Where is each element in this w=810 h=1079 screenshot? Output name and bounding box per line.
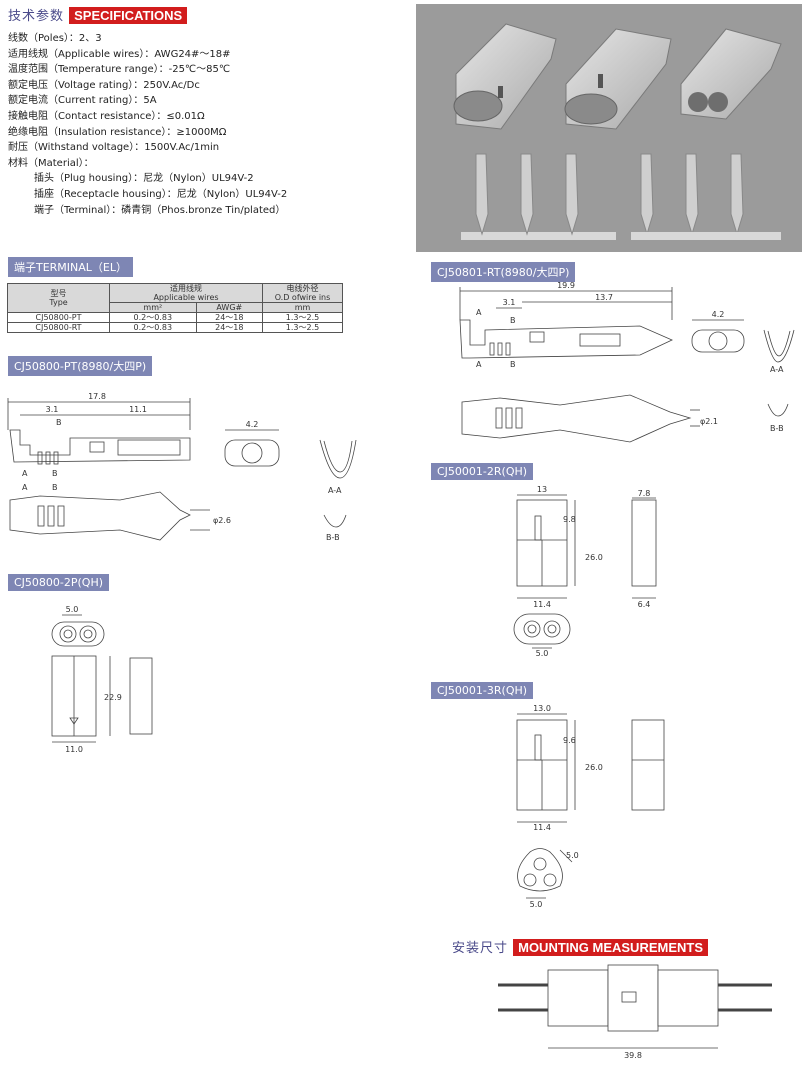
th-type-en: Type: [49, 298, 68, 307]
dim-r3-b: 11.4: [533, 823, 551, 832]
dim-r2-sb: 6.4: [638, 600, 651, 609]
section-rt: CJ50801-RT(8980/大四P): [431, 262, 576, 282]
label-bb-pt: B-B: [326, 533, 340, 542]
section-2p: CJ50800-2P(QH): [8, 574, 110, 591]
dim-rt-total: 19.9: [557, 281, 575, 290]
housing-photo-1: [453, 23, 557, 130]
dim-r2-side: 7.8: [638, 489, 651, 498]
mounting-title-cn: 安装尺寸: [452, 941, 509, 956]
spec-terminal: 端子（Terminal）：磷青铜（Phos.bronze Tin/plated）: [34, 204, 286, 216]
label-b1: B: [52, 469, 58, 478]
mounting-title-en: MOUNTING MEASUREMENTS: [513, 939, 708, 956]
housing-photo-3: [680, 28, 782, 120]
terminal-strip-left: [461, 232, 616, 240]
pt-drawing: [7, 398, 357, 541]
specs-list: 线数（Poles）：2、3 适用线规（Applicable wires）：AWG…: [8, 31, 287, 218]
specs-title-en: SPECIFICATIONS: [69, 7, 188, 24]
dim-pt-b: 11.1: [129, 405, 147, 414]
dim-r2-pitch: 5.0: [536, 649, 549, 658]
cell-awg: 24～18: [195, 322, 264, 333]
dim-rt-w: 4.2: [712, 310, 725, 319]
th-od-en: O.D ofwire ins: [274, 293, 331, 302]
spec-wires: 适用线规（Applicable wires）：AWG24#～18#: [8, 48, 231, 60]
dim-r3-p1: 5.0: [566, 851, 579, 860]
dim-r2-h1: 9.8: [563, 515, 576, 524]
specs-heading: 技术参数 SPECIFICATIONS: [8, 5, 188, 24]
housing-photo-2: [564, 28, 672, 130]
label-a1: A: [22, 469, 28, 478]
table-row: CJ50800-RT 0.2～0.83 24～18 1.3～2.5: [7, 322, 343, 333]
label-a2: A: [22, 483, 28, 492]
dim-r3-w: 13.0: [533, 704, 551, 713]
product-photo-art: [453, 23, 782, 240]
r2-drawing: [513, 494, 657, 649]
spec-insulation: 绝缘电阻（Insulation resistance）：≥1000MΩ: [8, 126, 227, 138]
terminal-header: 端子TERMINAL（EL）: [8, 257, 134, 277]
label-rt-b: B: [510, 316, 516, 325]
spec-current: 额定电流（Current rating）：5A: [8, 95, 157, 107]
dim-r3-h: 26.0: [585, 763, 603, 772]
spec-temp: 温度范围（Temperature range）：-25℃～85℃: [8, 64, 231, 76]
dim-pt-total: 17.8: [88, 392, 106, 401]
section-3r: CJ50001-3R(QH): [431, 682, 534, 699]
dim-rt-a: 3.1: [503, 298, 516, 307]
dim-rt-d: φ2.1: [700, 417, 718, 426]
dim-r2-h: 26.0: [585, 553, 603, 562]
label-aa-pt: A-A: [328, 486, 342, 495]
label-bb-rt: B-B: [770, 424, 784, 433]
th-type-cn: 型号: [50, 289, 67, 298]
spec-material: 材料（Material）：: [8, 157, 94, 169]
cell-type: CJ50800-RT: [7, 322, 110, 333]
dim-pt-d: φ2.6: [213, 516, 231, 525]
dim-r3-p2: 5.0: [530, 900, 543, 909]
spec-plug: 插头（Plug housing）：尼龙（Nylon）UL94V-2: [34, 173, 254, 185]
label-rt-b2: B: [510, 360, 516, 369]
dim-r3-h1: 9.6: [563, 736, 576, 745]
dim-pt-w: 4.2: [246, 420, 259, 429]
dim-p2-pitch: 5.0: [66, 605, 79, 614]
product-photo: [416, 4, 802, 252]
section-2r: CJ50001-2R(QH): [431, 463, 534, 480]
cell-od: 1.3～2.5: [262, 322, 343, 333]
terminal-table: 型号 Type 适用线规 Applicable wires 电线外径 O.D o…: [7, 283, 343, 333]
mounting-drawing: [498, 964, 772, 1049]
dim-p2-h: 22.9: [104, 693, 122, 702]
terminal-strip-right: [631, 232, 781, 240]
dim-r2-w: 13: [537, 485, 547, 494]
r3-drawing: [516, 713, 665, 899]
rt-drawing: [459, 287, 795, 443]
p2-drawing: [51, 614, 153, 743]
label-b2: B: [52, 483, 58, 492]
section-pt: CJ50800-PT(8980/大四P): [8, 356, 153, 376]
spec-receptacle: 插座（Receptacle housing）：尼龙（Nylon）UL94V-2: [34, 188, 288, 200]
mounting-heading: 安装尺寸 MOUNTING MEASUREMENTS: [452, 937, 708, 956]
spec-withstand: 耐压（Withstand voltage）：1500V.Ac/1min: [8, 142, 220, 154]
th-wires-en: Applicable wires: [153, 293, 219, 302]
dim-mount: 39.8: [624, 1051, 642, 1060]
spec-poles: 线数（Poles）：2、3: [8, 33, 102, 44]
label-rt-a2: A: [476, 360, 482, 369]
th-od-cn: 电线外径: [286, 284, 319, 293]
specs-title-cn: 技术参数: [8, 9, 65, 24]
dim-pt-a: 3.1: [46, 405, 59, 414]
th-wires: 适用线规 Applicable wires: [109, 283, 263, 303]
spec-voltage: 额定电压（Voltage rating）：250V.Ac/Dc: [8, 79, 200, 91]
dim-rt-b: 13.7: [595, 293, 613, 302]
label-aa-rt: A-A: [770, 365, 784, 374]
dim-p2-w: 11.0: [65, 745, 83, 754]
spec-contact: 接触电阻（Contact resistance）：≤0.01Ω: [8, 110, 205, 122]
label-rt-a: A: [476, 308, 482, 317]
th-wires-cn: 适用线规: [170, 284, 202, 293]
label-b0: B: [56, 418, 62, 427]
th-type: 型号 Type: [7, 283, 110, 313]
dim-r2-b: 11.4: [533, 600, 551, 609]
